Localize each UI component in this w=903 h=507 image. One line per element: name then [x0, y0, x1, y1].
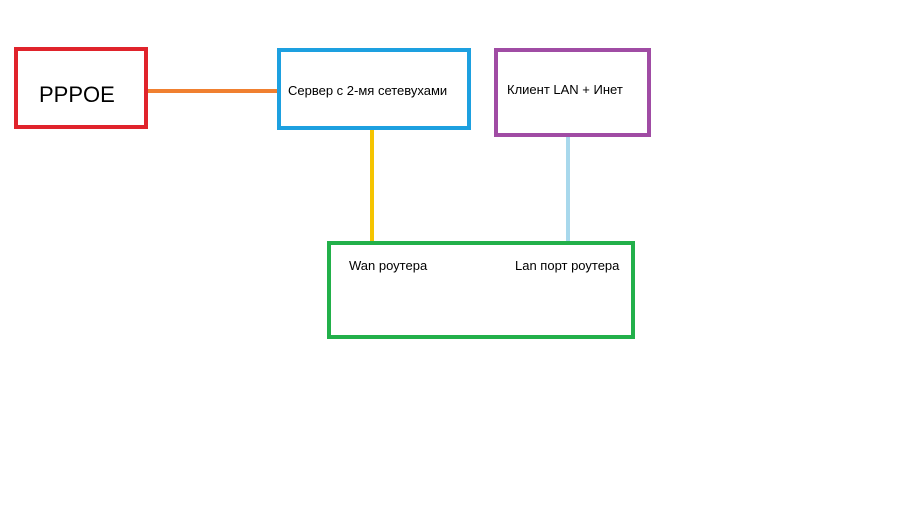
connector-server-router-wan — [370, 130, 374, 242]
router-node: Wan роутера Lan порт роутера — [327, 241, 635, 339]
connector-pppoe-server — [148, 89, 277, 93]
pppoe-label: PPPOE — [39, 82, 115, 107]
router-wan-label: Wan роутера — [349, 258, 428, 273]
router-lan-label: Lan порт роутера — [515, 258, 620, 273]
server-node: Сервер с 2-мя сетевухами — [277, 48, 471, 130]
client-node: Клиент LAN + Инет — [494, 48, 651, 137]
client-label: Клиент LAN + Инет — [507, 82, 623, 97]
server-label: Сервер с 2-мя сетевухами — [288, 83, 448, 98]
pppoe-node: PPPOE — [14, 47, 148, 129]
connector-client-router-lan — [566, 137, 570, 242]
